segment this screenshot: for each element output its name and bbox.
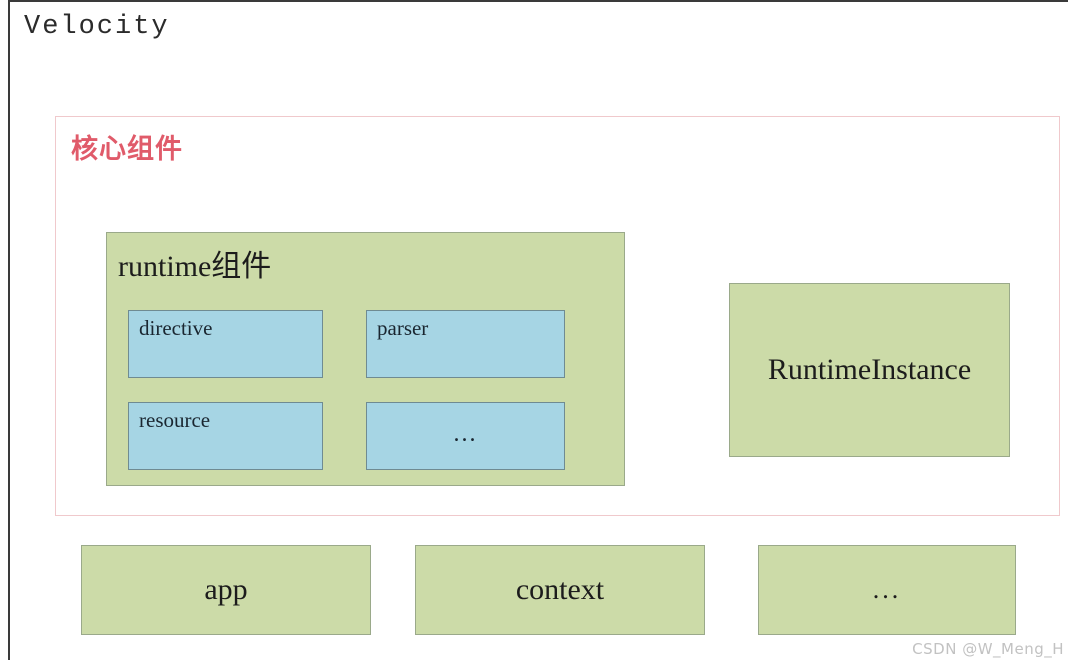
bottom-box-app[interactable]: app — [81, 545, 371, 635]
subcomponent-label-resource: resource — [139, 408, 211, 432]
core-components-title: 核心组件 — [71, 134, 183, 165]
runtime-component-title: runtime组件 — [118, 250, 272, 283]
subcomponent-label-parser: parser — [377, 316, 429, 340]
bottom-label-context: context — [515, 573, 605, 606]
bottom-label-app: app — [204, 573, 248, 606]
diagram-frame: Velocity 核心组件 runtime组件 directive parser… — [8, 0, 1068, 660]
page-title: Velocity — [24, 12, 170, 42]
bottom-box-context[interactable]: context — [415, 545, 705, 635]
watermark: CSDN @W_Meng_H — [912, 640, 1064, 658]
bottom-label-ellipsis: ... — [872, 575, 902, 604]
subcomponent-box-ellipsis[interactable]: ... — [366, 402, 565, 470]
subcomponent-box-directive[interactable]: directive — [128, 310, 323, 378]
subcomponent-label-directive: directive — [139, 316, 213, 340]
subcomponent-box-parser[interactable]: parser — [366, 310, 565, 378]
subcomponent-label-ellipsis: ... — [453, 421, 478, 448]
runtime-instance-label: RuntimeInstance — [767, 353, 972, 386]
bottom-box-ellipsis[interactable]: ... — [758, 545, 1016, 635]
runtime-instance-box[interactable]: RuntimeInstance — [729, 283, 1010, 457]
subcomponent-box-resource[interactable]: resource — [128, 402, 323, 470]
